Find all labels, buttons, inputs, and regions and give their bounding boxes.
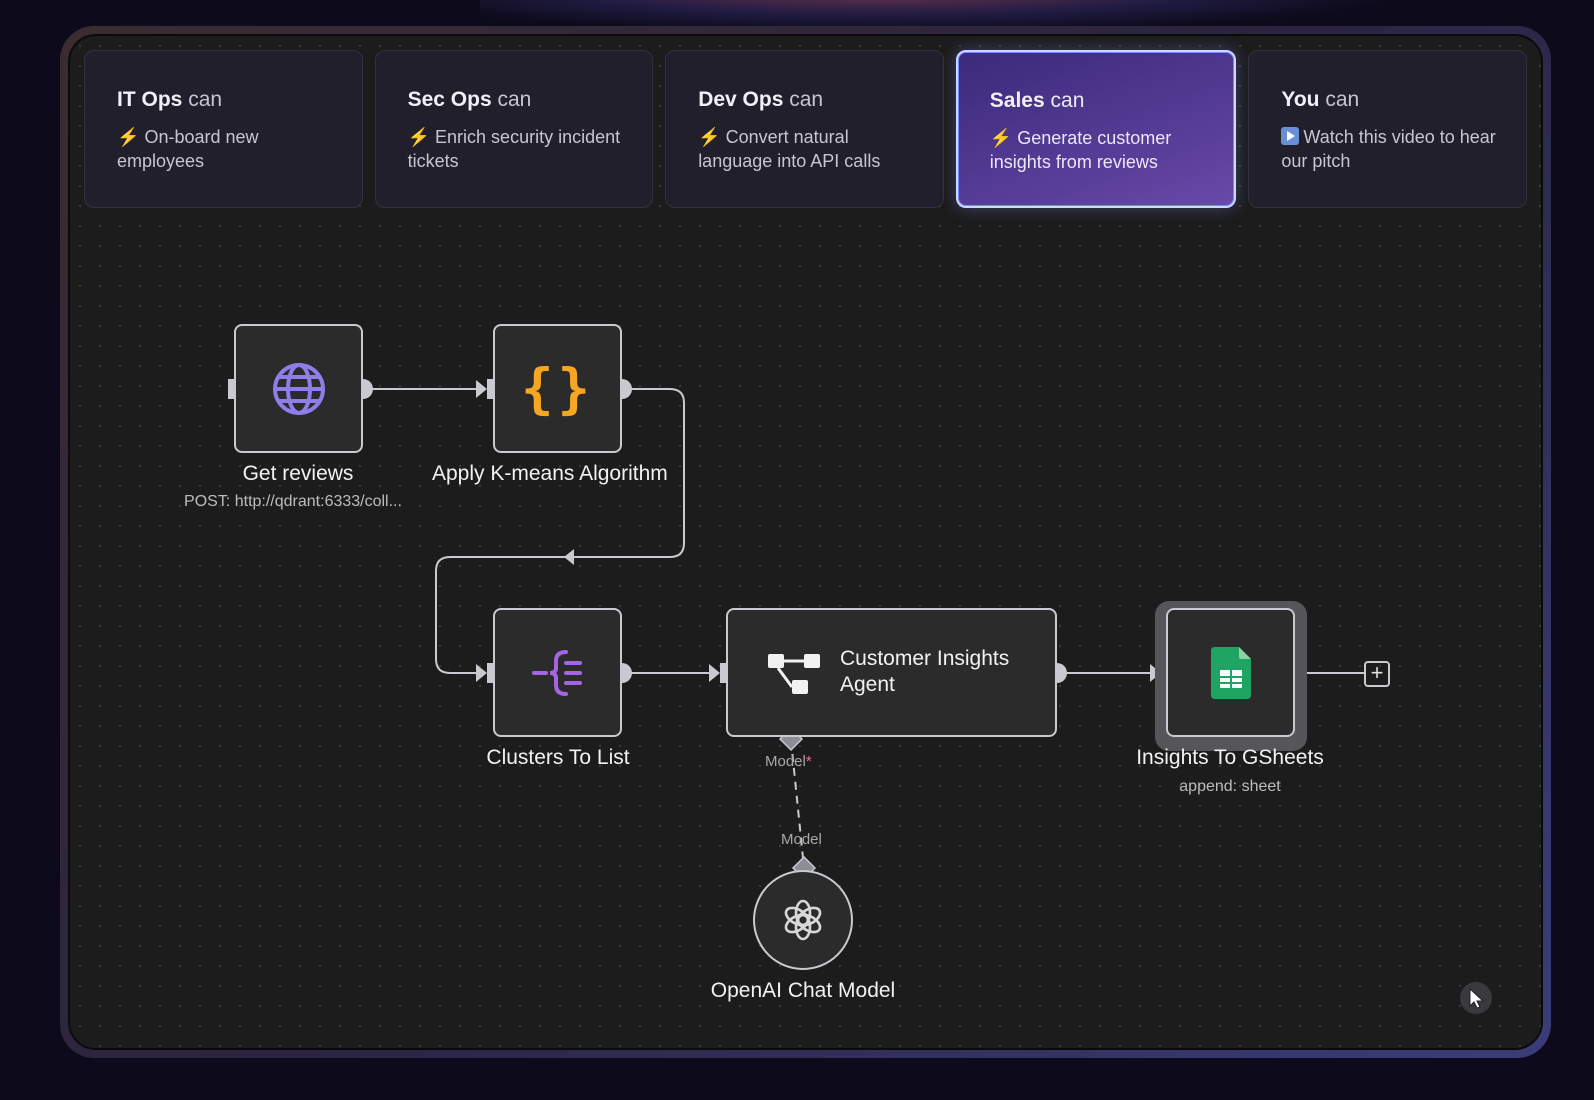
tab-sec-ops[interactable]: Sec Ops can ⚡ Enrich security incident t…	[374, 50, 654, 208]
node-insights-to-gsheets[interactable]	[1166, 608, 1295, 737]
connection-model-dashed	[790, 739, 805, 869]
arrow-head	[476, 664, 487, 682]
node-clusters-to-list[interactable]	[493, 608, 622, 737]
node-customer-insights-agent[interactable]: Customer Insights Agent	[726, 608, 1057, 737]
split-list-icon	[531, 649, 582, 696]
workflow-screen: IT Ops can ⚡ On-board new employees Sec …	[68, 34, 1543, 1050]
model-port-label: Model	[781, 831, 822, 848]
pointer-cursor-icon	[1469, 987, 1485, 1009]
tab-description: Watch this video to hear our pitch	[1281, 127, 1496, 171]
node-label: OpenAI Chat Model	[710, 979, 896, 1002]
use-case-tabs: IT Ops can ⚡ On-board new employees Sec …	[84, 50, 1527, 210]
arrow-head	[564, 549, 574, 565]
node-label: Get reviews	[242, 462, 354, 485]
code-braces-icon: {}	[520, 357, 595, 420]
tab-it-ops[interactable]: IT Ops can ⚡ On-board new employees	[84, 50, 363, 208]
background-glow	[480, 0, 1380, 30]
bolt-icon: ⚡	[407, 127, 431, 147]
node-openai-chat-model[interactable]	[753, 870, 853, 970]
globe-icon	[272, 362, 325, 415]
tab-description: Enrich security incident tickets	[407, 127, 621, 171]
node-label: Apply K-means Algorithm	[432, 462, 668, 485]
tab-description: Convert natural language into API calls	[698, 127, 881, 171]
bolt-icon: ⚡	[989, 128, 1013, 148]
input-port	[487, 379, 496, 399]
bolt-icon: ⚡	[117, 127, 140, 147]
google-sheets-icon	[1210, 646, 1251, 699]
agent-tree-icon	[768, 654, 820, 694]
model-port-label: Model*	[765, 753, 812, 770]
play-icon	[1281, 127, 1300, 145]
tab-description: On-board new employees	[117, 127, 259, 171]
openai-icon	[784, 899, 822, 941]
input-port	[228, 379, 237, 399]
tab-sales[interactable]: Sales can ⚡ Generate customer insights f…	[955, 50, 1237, 208]
app-frame: IT Ops can ⚡ On-board new employees Sec …	[60, 26, 1551, 1058]
tab-dev-ops[interactable]: Dev Ops can ⚡ Convert natural language i…	[665, 50, 944, 208]
node-subtitle: append: sheet	[1179, 778, 1281, 795]
node-label: Insights To GSheets	[1136, 746, 1324, 769]
input-port	[720, 663, 729, 683]
node-label: Clusters To List	[486, 746, 630, 769]
connection-kmeans-to-clusters	[435, 388, 685, 674]
add-node-button[interactable]: +	[1364, 661, 1390, 687]
tab-you[interactable]: You can Watch this video to hear our pit…	[1248, 50, 1527, 208]
node-label: Customer Insights Agent	[840, 647, 1010, 696]
node-get-reviews[interactable]	[234, 324, 363, 453]
arrow-head	[709, 664, 720, 682]
arrow-head	[476, 380, 487, 398]
tab-description: Generate customer insights from reviews	[989, 128, 1172, 172]
node-apply-kmeans[interactable]: {}	[493, 324, 622, 453]
node-subtitle: POST: http://qdrant:6333/coll...	[184, 493, 402, 510]
cursor-tool-button[interactable]	[1460, 982, 1492, 1014]
input-port	[487, 663, 496, 683]
bolt-icon: ⚡	[698, 127, 721, 147]
